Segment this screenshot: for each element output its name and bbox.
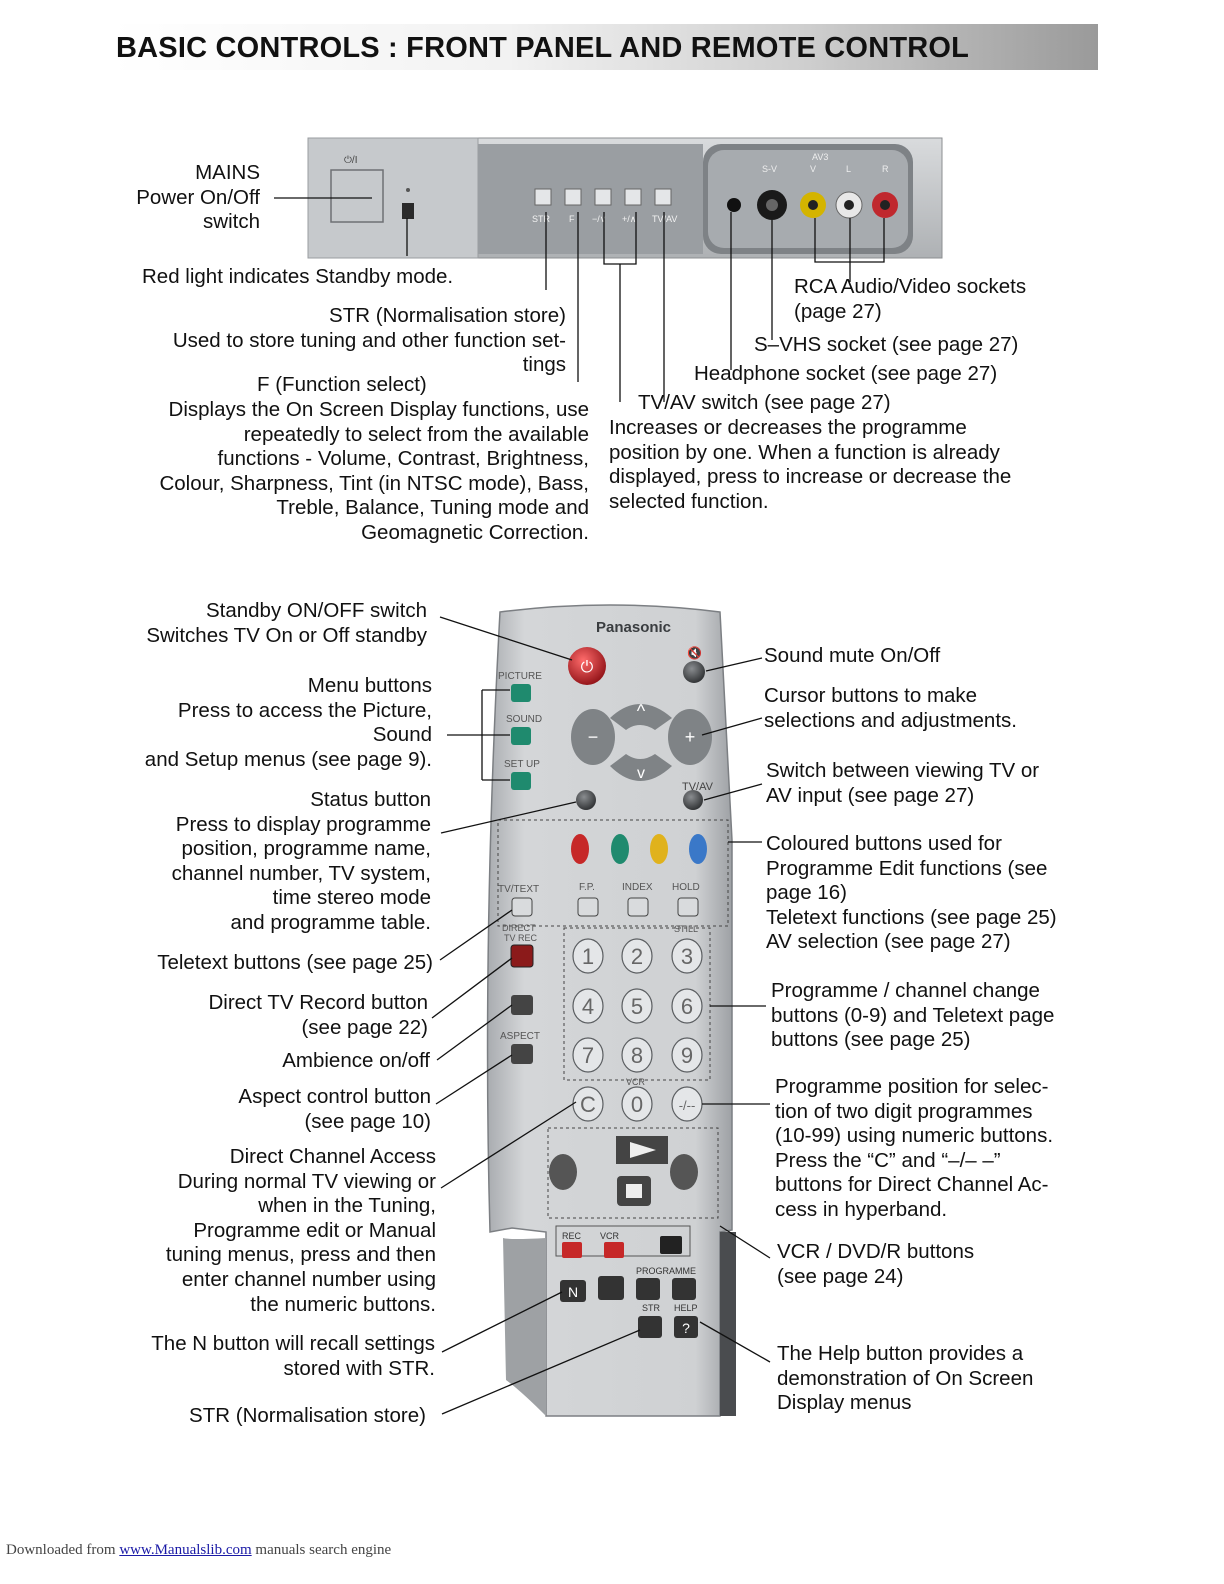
teletext-annotation: Teletext buttons (see page 25) (157, 951, 433, 974)
remote-control: Panasonic ⏻ 🔇 PICTURE SOUND SET UP ^ v −… (486, 604, 736, 1417)
digit-key: 7 (582, 1043, 594, 1068)
c-key: C (580, 1092, 596, 1117)
number-pad: 1 2 3 4 5 6 7 8 9 C 0 -/-- VCR (572, 938, 703, 1122)
programme-label: PROGRAMME (636, 1266, 696, 1276)
direct-tv-record-annotation: Direct TV Record button (see page 22) (208, 991, 428, 1039)
svg-text:🔇: 🔇 (687, 646, 702, 660)
digit-key: 6 (681, 994, 693, 1019)
standby-annotation: Standby ON/OFF switch Switches TV On or … (146, 599, 427, 647)
rca-annotation: RCA Audio/Video sockets (page 27) (794, 275, 1027, 323)
str-panel-annotation: STR (Normalisation store) Used to store … (172, 304, 566, 377)
digit-key: 5 (631, 994, 643, 1019)
panel-buttons (534, 188, 672, 206)
footer-suffix: manuals search engine (251, 1542, 392, 1558)
aspect-annotation: Aspect control button (see page 10) (238, 1085, 431, 1133)
vcr-label: VCR (626, 1077, 646, 1087)
manualslib-link[interactable]: www.Manualslib.com (119, 1542, 252, 1558)
av3-label: AV3 (812, 152, 828, 162)
hold-label: HOLD (672, 882, 700, 893)
digit-key: 3 (681, 944, 693, 969)
function-select-desc: Displays the On Screen Display functions… (159, 398, 589, 544)
sound-label: SOUND (506, 714, 542, 725)
remote-brand: Panasonic (596, 619, 671, 636)
svg-text:^: ^ (637, 701, 646, 721)
digit-key: 1 (582, 944, 594, 969)
panel-btn-label: F (569, 214, 575, 224)
digit-key: 8 (631, 1043, 643, 1068)
svg-text:+: + (685, 727, 696, 747)
dash-key: -/-- (679, 1098, 696, 1113)
cursor-annotation: Cursor buttons to make selections and ad… (764, 684, 1017, 732)
direct-tv-rec-label2: TV REC (504, 933, 538, 943)
menu-buttons-annotation: Menu buttons Press to access the Picture… (144, 674, 432, 771)
panel-btn-label: +/∧ (622, 214, 636, 224)
tv-av-annotation: Switch between viewing TV or AV input (s… (766, 759, 1040, 807)
help-label: HELP (674, 1303, 698, 1313)
str-remote-annotation: STR (Normalisation store) (189, 1404, 426, 1427)
socket-label: R (882, 164, 889, 174)
n-button-annotation: The N button will recall settings stored… (151, 1332, 435, 1380)
footer: Downloaded from www.Manualslib.com manua… (6, 1542, 391, 1559)
vcr-dvd-annotation: VCR / DVD/R buttons (see page 24) (777, 1240, 975, 1288)
str-label: STR (642, 1303, 661, 1313)
two-digit-annotation: Programme position for selec- tion of tw… (775, 1075, 1054, 1221)
coloured-buttons-annotation: Coloured buttons used for Programme Edit… (766, 832, 1057, 954)
still-label: STILL (674, 924, 698, 934)
fp-label: F.P. (579, 882, 595, 893)
direct-tv-rec-label: DIRECT (502, 923, 536, 933)
red-light-annotation: Red light indicates Standby mode. (142, 265, 454, 288)
socket-label: S-V (762, 164, 777, 174)
headphone-annotation: Headphone socket (see page 27) (694, 362, 998, 385)
svhs-annotation: S–VHS socket (see page 27) (754, 333, 1019, 356)
function-select-title: F (Function select) (257, 373, 427, 396)
socket-label: V (810, 164, 816, 174)
digit-key: 4 (582, 994, 594, 1019)
vcr2-label: VCR (600, 1231, 620, 1241)
title-bar: BASIC CONTROLS : FRONT PANEL AND REMOTE … (112, 24, 1098, 70)
n-key: N (568, 1284, 578, 1300)
socket-label: L (846, 164, 851, 174)
svg-text:−: − (588, 727, 599, 747)
mute-annotation: Sound mute On/Off (764, 644, 941, 667)
tvtext-label: TV/TEXT (498, 884, 539, 895)
zero-key: 0 (631, 1092, 643, 1117)
page-title: BASIC CONTROLS : FRONT PANEL AND REMOTE … (116, 32, 970, 64)
panel-btn-label: −/∨ (592, 214, 606, 224)
power-symbol-label: ⏻/I (344, 155, 357, 166)
digit-key: 9 (681, 1043, 693, 1068)
help-annotation: The Help button provides a demonstration… (777, 1342, 1034, 1415)
footer-prefix: Downloaded from (6, 1542, 120, 1558)
panel-btn-label: STR (532, 214, 551, 224)
tvav-switch-annotation: TV/AV switch (see page 27) (638, 391, 891, 414)
svg-text:v: v (637, 765, 645, 782)
inc-dec-annotation: Increases or decreases the programme pos… (609, 416, 1012, 513)
status-button-annotation: Status button Press to display programme… (171, 788, 431, 934)
index-label: INDEX (622, 882, 653, 893)
tvav-label: TV/AV (682, 781, 714, 793)
setup-label: SET UP (504, 759, 540, 770)
digit-key: 2 (631, 944, 643, 969)
picture-label: PICTURE (498, 671, 542, 682)
panel-btn-label: TV/AV (652, 214, 677, 224)
help-key: ? (682, 1320, 690, 1336)
direct-channel-annotation: Direct Channel Access During normal TV v… (165, 1145, 436, 1316)
ambience-annotation: Ambience on/off (282, 1049, 430, 1072)
aspect-label: ASPECT (500, 1031, 540, 1042)
rec-label: REC (562, 1231, 582, 1241)
svg-text:⏻: ⏻ (581, 659, 594, 676)
numeric-buttons-annotation: Programme / channel change buttons (0-9)… (771, 979, 1055, 1052)
mains-annotation: MAINS Power On/Off switch (136, 161, 260, 234)
